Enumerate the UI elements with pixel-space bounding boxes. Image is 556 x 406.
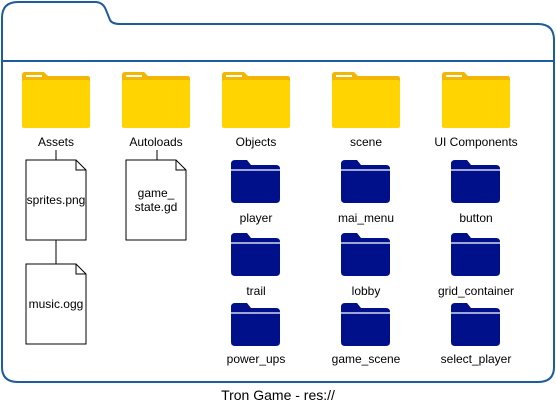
- subfolder-label-button: button: [459, 211, 493, 225]
- subfolder-label-grid-container: grid_container: [437, 284, 515, 298]
- file-label: music.ogg: [28, 297, 84, 311]
- subfolder-label-game-scene: game_scene: [331, 352, 401, 366]
- folder-icon[interactable]: [222, 72, 290, 128]
- subfolder-label-player: player: [239, 211, 273, 225]
- subfolder-icon[interactable]: [341, 233, 390, 276]
- subfolder-icon[interactable]: [231, 303, 280, 346]
- subfolder-icon[interactable]: [451, 160, 500, 203]
- subfolder-icon[interactable]: [451, 303, 500, 346]
- folder-label-autoloads: Autoloads: [129, 135, 183, 149]
- file-label: sprites.png: [26, 193, 86, 207]
- folder-label-assets: Assets: [37, 135, 74, 149]
- subfolder-icon[interactable]: [341, 303, 390, 346]
- subfolder-label-lobby: lobby: [351, 284, 381, 298]
- subfolder-label-select-player: select_player: [440, 352, 512, 366]
- subfolder-label-mai-menu: mai_menu: [337, 211, 395, 225]
- folder-icon[interactable]: [442, 72, 510, 128]
- subfolder-label-power-ups: power_ups: [226, 352, 286, 366]
- folder-label-objects: Objects: [235, 135, 277, 149]
- subfolder-icon[interactable]: [231, 160, 280, 203]
- diagram-caption: Tron Game - res://: [221, 387, 335, 403]
- subfolder-icon[interactable]: [451, 233, 500, 276]
- folder-label-scene: scene: [349, 135, 383, 149]
- folder-label-ui-components: UI Components: [434, 135, 518, 149]
- folder-icon[interactable]: [332, 72, 400, 128]
- file-icon[interactable]: [25, 263, 87, 345]
- file-icon[interactable]: [25, 159, 87, 241]
- subfolder-icon[interactable]: [341, 160, 390, 203]
- folder-icon[interactable]: [122, 72, 190, 128]
- subfolder-icon[interactable]: [231, 233, 280, 276]
- subfolder-label-trail: trail: [246, 284, 266, 298]
- file-icon[interactable]: [125, 159, 187, 241]
- folder-icon[interactable]: [22, 72, 90, 128]
- file-label: game_ state.gd: [134, 186, 178, 214]
